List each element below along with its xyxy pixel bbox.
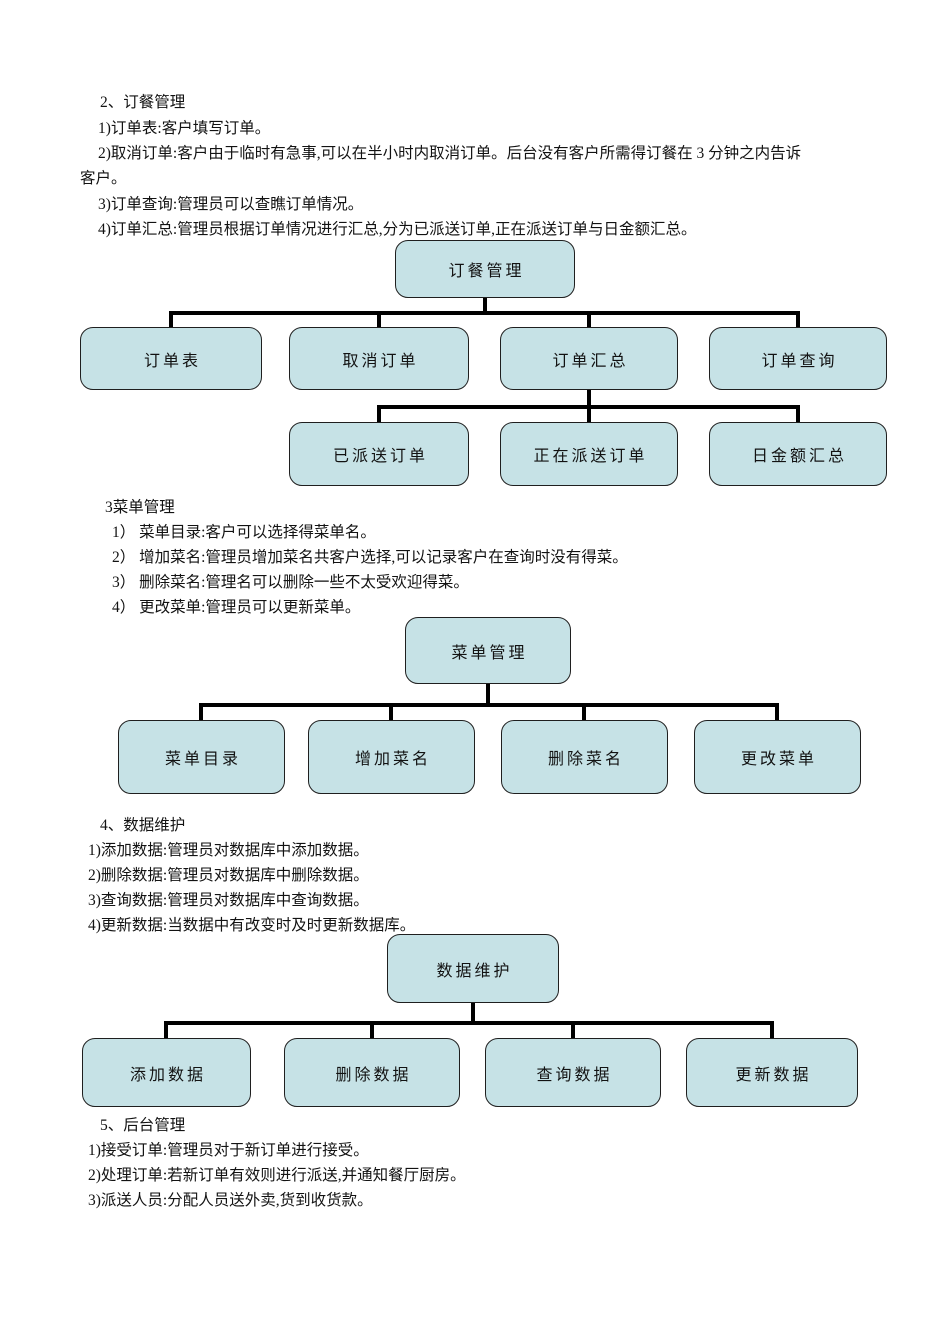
connector-line — [587, 405, 591, 422]
connector-line — [796, 311, 800, 327]
section3-heading: 3菜单管理 — [105, 499, 175, 516]
section2-item-4: 4)订单汇总:管理员根据订单情况进行汇总,分为已派送订单,正在派送订单与日金额汇… — [98, 221, 697, 238]
node-label: 订单查询 — [761, 352, 838, 370]
delete-dish-node[interactable]: 删除菜名 — [501, 720, 668, 794]
section4-item-3: 3)查询数据:管理员对数据库中查询数据。 — [88, 892, 369, 909]
connector-line — [770, 1021, 774, 1038]
node-label: 删除数据 — [335, 1066, 412, 1084]
connector-line — [775, 703, 779, 720]
section3-item-1: 1） 菜单目录:客户可以选择得菜单名。 — [112, 524, 376, 541]
order-mgmt-root-node[interactable]: 订餐管理 — [395, 240, 575, 298]
section4-item-2: 2)删除数据:管理员对数据库中删除数据。 — [88, 867, 369, 884]
section5-item-3: 3)派送人员:分配人员送外卖,货到收货款。 — [88, 1192, 373, 1209]
connector-line — [587, 311, 591, 327]
daily-amount-summary-node[interactable]: 日金额汇总 — [709, 422, 887, 486]
node-label: 正在派送订单 — [533, 448, 648, 465]
connector-line — [377, 405, 381, 422]
section5-heading: 5、后台管理 — [100, 1117, 186, 1134]
section3-item-2: 2） 增加菜名:管理员增加菜名共客户选择,可以记录客户在查询时没有得菜。 — [112, 549, 628, 566]
section4-item-4: 4)更新数据:当数据中有改变时及时更新数据库。 — [88, 917, 416, 934]
node-label: 增加菜名 — [354, 751, 431, 768]
menu-catalog-node[interactable]: 菜单目录 — [118, 720, 285, 794]
update-menu-node[interactable]: 更改菜单 — [694, 720, 861, 794]
section3-item-4: 4） 更改菜单:管理员可以更新菜单。 — [112, 599, 361, 616]
connector-line — [169, 311, 173, 327]
add-dish-node[interactable]: 增加菜名 — [308, 720, 475, 794]
node-label: 菜单目录 — [164, 751, 241, 768]
dispatching-orders-node[interactable]: 正在派送订单 — [500, 422, 678, 486]
section4-heading: 4、数据维护 — [100, 817, 186, 834]
order-query-node[interactable]: 订单查询 — [709, 327, 887, 390]
section5-item-1: 1)接受订单:管理员对于新订单进行接受。 — [88, 1142, 369, 1159]
update-data-node[interactable]: 更新数据 — [686, 1038, 858, 1107]
connector-line — [164, 1021, 774, 1025]
connector-line — [377, 311, 381, 327]
delete-data-node[interactable]: 删除数据 — [284, 1038, 460, 1107]
node-label: 更新数据 — [735, 1066, 812, 1084]
order-form-node[interactable]: 订单表 — [80, 327, 262, 390]
connector-line — [571, 1021, 575, 1038]
data-maint-root-node[interactable]: 数据维护 — [387, 934, 559, 1003]
node-label: 订单表 — [143, 352, 201, 370]
node-label: 订单汇总 — [552, 352, 629, 370]
connector-line — [199, 703, 779, 707]
node-label: 日金额汇总 — [751, 448, 847, 465]
node-label: 菜单管理 — [451, 644, 528, 662]
connector-line — [796, 405, 800, 422]
section2-item-2-line-2: 客户。 — [80, 170, 127, 187]
section4-item-1: 1)添加数据:管理员对数据库中添加数据。 — [88, 842, 369, 859]
connector-line — [483, 298, 487, 311]
node-label: 订餐管理 — [448, 263, 525, 280]
node-label: 查询数据 — [536, 1066, 613, 1084]
node-label: 取消订单 — [342, 352, 419, 370]
connector-line — [164, 1021, 168, 1038]
section2-item-1: 1)订单表:客户填写订单。 — [98, 120, 271, 137]
cancel-order-node[interactable]: 取消订单 — [289, 327, 469, 390]
menu-mgmt-root-node[interactable]: 菜单管理 — [405, 617, 571, 684]
section2-item-2-line-1: 2)取消订单:客户由于临时有急事,可以在半小时内取消订单。后台没有客户所需得订餐… — [98, 145, 802, 162]
node-label: 已派送订单 — [332, 448, 428, 465]
connector-line — [587, 390, 591, 405]
connector-line — [169, 311, 800, 315]
connector-line — [471, 1003, 475, 1021]
section2-item-3: 3)订单查询:管理员可以查瞧订单情况。 — [98, 196, 364, 213]
add-data-node[interactable]: 添加数据 — [82, 1038, 251, 1107]
connector-line — [199, 703, 203, 720]
node-label: 添加数据 — [129, 1066, 206, 1084]
section2-heading: 2、订餐管理 — [100, 94, 186, 111]
connector-line — [486, 684, 490, 703]
query-data-node[interactable]: 查询数据 — [485, 1038, 661, 1107]
node-label: 数据维护 — [436, 962, 513, 980]
node-label: 删除菜名 — [547, 751, 624, 768]
connector-line — [582, 703, 586, 720]
connector-line — [389, 703, 393, 720]
node-label: 更改菜单 — [740, 751, 817, 768]
section3-item-3: 3） 删除菜名:管理名可以删除一些不太受欢迎得菜。 — [112, 574, 469, 591]
section5-item-2: 2)处理订单:若新订单有效则进行派送,并通知餐厅厨房。 — [88, 1167, 466, 1184]
connector-line — [370, 1021, 374, 1038]
order-summary-node[interactable]: 订单汇总 — [500, 327, 678, 390]
dispatched-orders-node[interactable]: 已派送订单 — [289, 422, 469, 486]
